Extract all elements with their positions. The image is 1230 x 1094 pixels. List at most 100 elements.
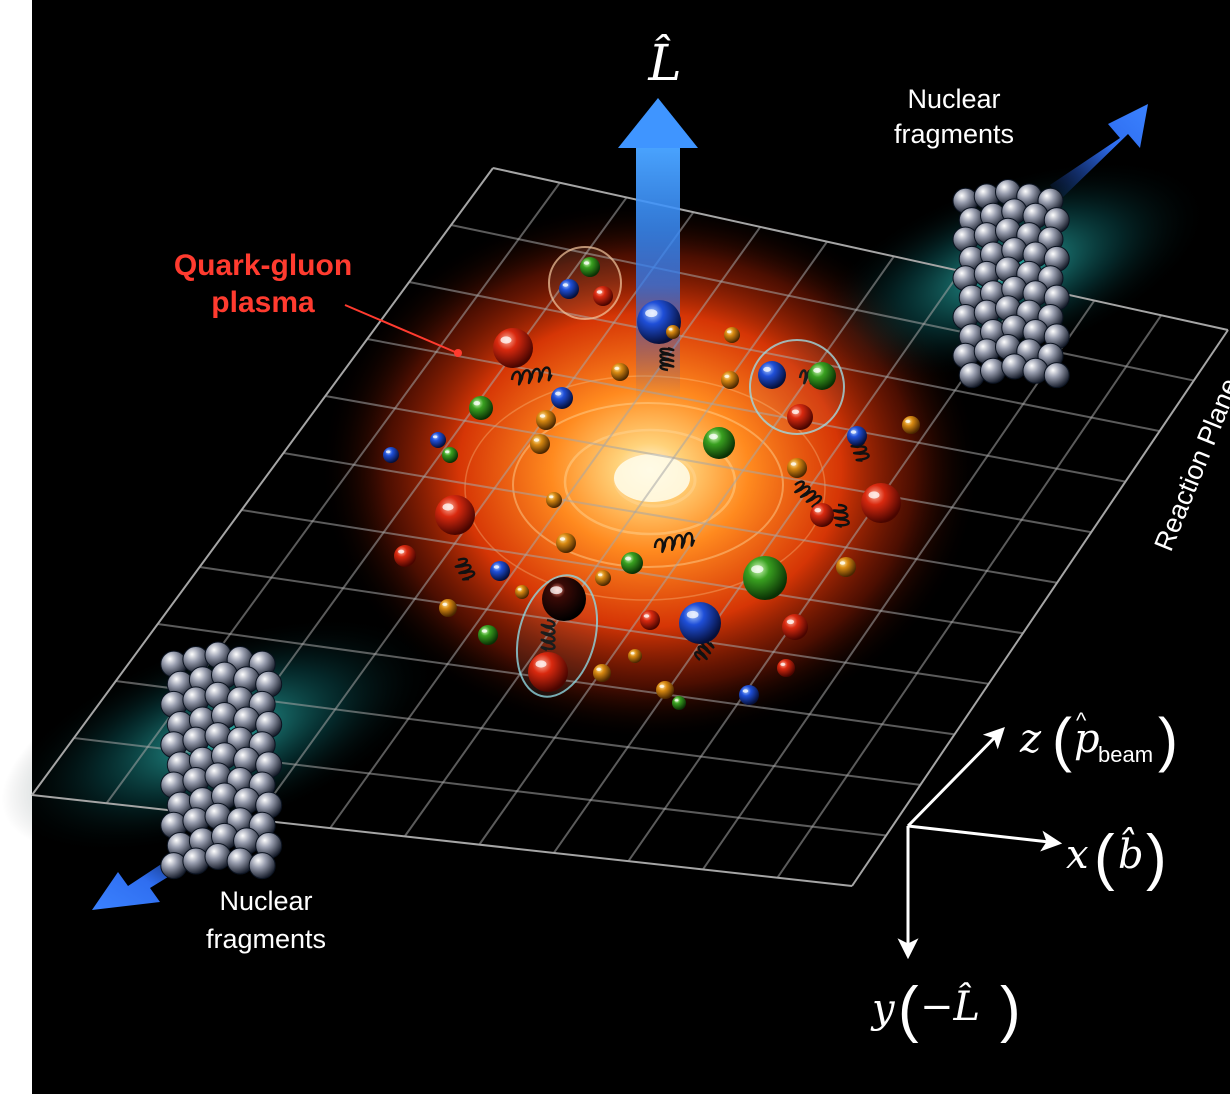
qgp-leader-dot — [454, 349, 462, 357]
quark-highlight — [614, 366, 620, 371]
quark-highlight — [751, 565, 764, 574]
quark-highlight — [548, 495, 554, 499]
svg-text:): ) — [1158, 706, 1178, 773]
quark-highlight — [686, 610, 699, 619]
quark-sphere-icon — [611, 363, 629, 381]
quark-highlight — [643, 614, 650, 618]
quark-sphere-icon — [430, 432, 446, 448]
quark-highlight — [814, 508, 822, 513]
quark-sphere-icon — [703, 427, 735, 459]
grid-line — [492, 167, 1229, 331]
gluon-spring — [454, 557, 476, 581]
x-axis-label: x ( b̂ ) — [1066, 823, 1167, 892]
quark-sphere-icon — [530, 434, 550, 454]
quark-highlight — [596, 667, 602, 672]
svg-text:): ) — [1000, 975, 1021, 1044]
grid-line — [325, 395, 1092, 534]
grid-line — [367, 338, 1126, 483]
svg-text:x: x — [1066, 832, 1089, 878]
quark-sphere-icon — [808, 362, 836, 390]
nucleon — [1001, 353, 1028, 380]
quark-sphere-icon — [743, 556, 787, 600]
quark-highlight — [850, 430, 857, 434]
quark-highlight — [550, 586, 563, 595]
nucleon — [980, 357, 1006, 384]
quark-sphere-icon — [551, 387, 573, 409]
grid-line — [403, 241, 828, 837]
quark-sphere-icon — [782, 614, 808, 640]
quark-sphere-icon — [758, 361, 786, 389]
quarks — [383, 257, 920, 710]
quark-highlight — [791, 409, 800, 415]
quark-highlight — [442, 503, 454, 511]
svg-text:−L̂: −L̂ — [920, 984, 980, 1030]
svg-text:y: y — [870, 986, 896, 1032]
gluon-spring — [540, 618, 556, 652]
quark-sphere-icon — [515, 585, 529, 599]
quark-highlight — [493, 565, 500, 569]
svg-text:b̂: b̂ — [1118, 828, 1144, 878]
quark-sphere-icon — [777, 659, 795, 677]
gluon-spring — [659, 346, 675, 372]
quark-sphere-icon — [861, 483, 901, 523]
quark-sphere-icon — [739, 685, 759, 705]
quark-sphere-icon — [439, 599, 457, 617]
quark-sphere-icon — [490, 561, 510, 581]
quark-sphere-icon — [666, 325, 680, 339]
fragments-top-line1: Nuclear — [907, 84, 1000, 114]
svg-text:): ) — [1146, 823, 1167, 892]
qgp-label-line1: Quark-gluon — [174, 249, 352, 282]
quark-sphere-icon — [721, 371, 739, 389]
quark-sphere-icon — [478, 625, 498, 645]
quark-highlight — [780, 662, 786, 667]
quark-highlight — [562, 283, 569, 287]
svg-text:z: z — [1019, 716, 1042, 762]
left-border — [0, 0, 32, 1094]
grid-line — [450, 224, 1195, 382]
quark-highlight — [583, 261, 590, 265]
quark-sphere-icon — [621, 552, 643, 574]
quark-sphere-icon — [628, 649, 642, 663]
quark-highlight — [645, 309, 658, 318]
quark-sphere-icon — [640, 610, 660, 630]
nucleon — [958, 362, 985, 389]
quark-highlight — [597, 573, 603, 577]
quark-highlight — [625, 556, 632, 561]
quark-highlight — [398, 549, 405, 554]
gluon-spring — [653, 532, 696, 554]
quark-highlight — [555, 391, 562, 396]
grid-line — [478, 255, 895, 846]
fragments-bottom-line2: fragments — [206, 924, 326, 954]
nucleon — [204, 843, 232, 870]
quark-highlight — [742, 689, 749, 693]
quark-sphere-icon — [787, 458, 807, 478]
nucleon — [1022, 357, 1049, 384]
quark-highlight — [385, 450, 391, 454]
quark-sphere-icon — [595, 570, 611, 586]
quark-sphere-icon — [593, 664, 611, 682]
quark-highlight — [473, 401, 481, 406]
quark-highlight — [539, 414, 546, 418]
grid-line — [329, 226, 762, 829]
svg-text:p: p — [1074, 716, 1100, 762]
svg-text:(: ( — [1052, 706, 1072, 773]
quark-highlight — [905, 419, 911, 424]
gluon-spring — [694, 639, 715, 661]
quark-sphere-icon — [656, 681, 674, 699]
quark-sphere-icon — [580, 257, 600, 277]
angular-momentum-arrow-icon — [618, 98, 698, 400]
quark-sphere-icon — [493, 328, 533, 368]
quark-sphere-icon — [469, 396, 493, 420]
reaction-plane-label: Reaction Plane — [1148, 374, 1230, 555]
quark-highlight — [708, 433, 718, 440]
quark-sphere-icon — [556, 533, 576, 553]
quark-highlight — [432, 435, 438, 439]
gluon-spring-icon — [454, 346, 870, 661]
quark-sphere-icon — [546, 492, 562, 508]
quark-sphere-icon — [672, 696, 686, 710]
nucleon — [182, 847, 210, 875]
quark-sphere-icon — [679, 602, 721, 644]
gluon-spring — [794, 480, 823, 508]
nucleon — [1043, 362, 1070, 389]
qgp-leader-line — [344, 304, 456, 353]
